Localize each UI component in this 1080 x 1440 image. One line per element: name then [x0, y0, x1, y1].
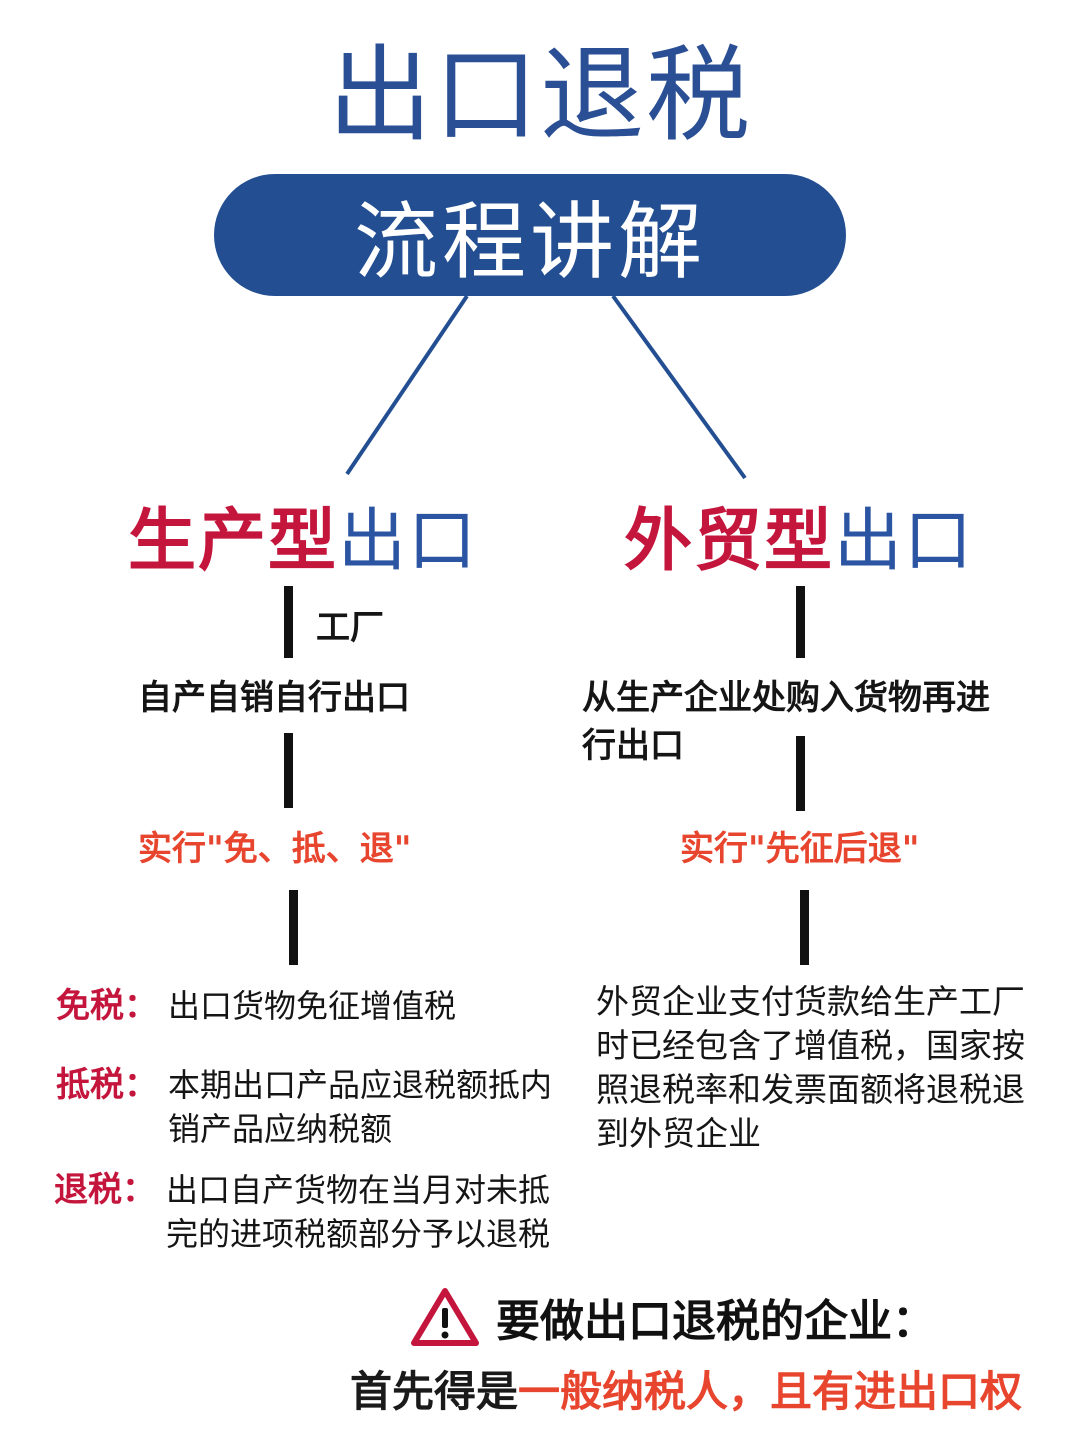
right-explanation: 外贸企业支付货款给生产工厂时已经包含了增值税，国家按照退税率和发票面额将退税退到… [596, 982, 1025, 1153]
footer-highlight: 一般纳税人，且有进出口权 [518, 1367, 1023, 1416]
left-item-text-2: 本期出口产品应退税额抵内销产品应纳税额 [168, 1066, 553, 1148]
left-item-label-3: 退税： [54, 1170, 156, 1210]
right-connector-bar-2 [796, 736, 805, 811]
left-connector-bar-1 [284, 586, 293, 658]
left-item-label-2: 抵税： [56, 1065, 158, 1105]
right-description: 从生产企业处购入货物再进行出口 [582, 678, 990, 766]
left-item-text-1: 出口货物免征增值税 [168, 987, 457, 1025]
footer-requirement: 首先得是一般纳税人，且有进出口权 [350, 1366, 1022, 1418]
right-branch-heading: 外贸型出口 [624, 502, 974, 582]
page-title: 出口退税 [327, 34, 752, 156]
left-connector-bar-2 [284, 733, 293, 808]
left-item-text-3: 出口自产货物在当月对未抵完的进项税额部分予以退税 [166, 1171, 551, 1253]
subtitle-text: 流程讲解 [353, 192, 706, 291]
right-heading-red: 外贸型 [624, 502, 835, 581]
footer-prefix: 首先得是 [350, 1367, 519, 1416]
warning-text: 要做出口退税的企业： [496, 1296, 936, 1347]
right-connector-bar-1 [796, 586, 805, 658]
left-branch-heading: 生产型出口 [128, 502, 478, 582]
right-connector-bar-3 [800, 890, 809, 965]
left-description: 自产自销自行出口 [138, 678, 410, 718]
connector-right [611, 294, 747, 480]
left-connector-bar-3 [289, 890, 298, 965]
right-heading-blue: 出口 [834, 502, 975, 581]
warning-row: 要做出口退税的企业： [410, 1285, 936, 1349]
left-item-label-1: 免税： [56, 986, 158, 1026]
left-heading-red: 生产型 [128, 502, 339, 581]
left-heading-blue: 出口 [338, 502, 479, 581]
connector-left [345, 294, 469, 476]
left-policy: 实行"免、抵、退" [138, 829, 412, 869]
warning-icon [411, 1288, 479, 1346]
subtitle-pill: 流程讲解 [214, 174, 846, 296]
right-policy: 实行"先征后退" [680, 829, 920, 869]
left-note: 工厂 [316, 608, 384, 648]
